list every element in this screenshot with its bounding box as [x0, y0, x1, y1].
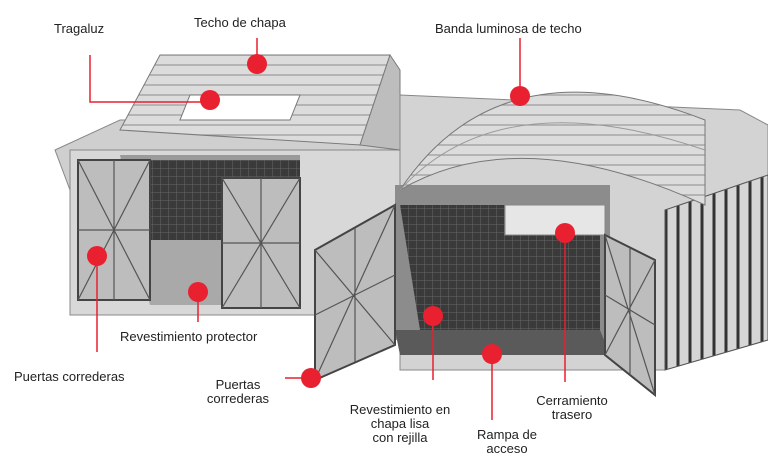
- label-cerramiento-line1: Cerramiento: [536, 393, 608, 408]
- markers: [87, 54, 575, 388]
- marker-rampa: [482, 344, 502, 364]
- center-doors: [314, 203, 656, 398]
- marker-puertas-izq: [87, 246, 107, 266]
- label-techo-chapa: Techo de chapa: [194, 15, 286, 30]
- marker-rev-chapa: [423, 306, 443, 326]
- label-banda: Banda luminosa de techo: [435, 21, 582, 36]
- marker-tragaluz: [200, 90, 220, 110]
- label-tragaluz: Tragaluz: [54, 21, 105, 36]
- label-cerramiento: Cerramiento trasero: [522, 394, 622, 422]
- label-puertas-centro-line2: correderas: [206, 391, 270, 406]
- label-rampa: Rampa de acceso: [462, 428, 552, 456]
- label-rampa-line1: Rampa de: [477, 427, 537, 442]
- leader-tragaluz: [89, 55, 210, 103]
- label-rev-chapa-line1: Revestimiento en: [349, 402, 451, 417]
- label-rampa-line2: acceso: [486, 441, 528, 456]
- marker-cerramiento: [555, 223, 575, 243]
- marker-techo-chapa: [247, 54, 267, 74]
- label-puertas-centro: Puertas correderas: [188, 378, 288, 406]
- label-rev-protector: Revestimiento protector: [120, 329, 258, 344]
- marker-puertas-centro: [301, 368, 321, 388]
- label-rev-chapa: Revestimiento en chapa lisa con rejilla: [330, 403, 470, 445]
- label-puertas-centro-line1: Puertas: [215, 377, 261, 392]
- arched-roof-band: [399, 91, 706, 206]
- sheet-roof: [119, 53, 401, 151]
- left-doors: [77, 159, 301, 309]
- label-rev-chapa-line2: chapa lisa: [370, 416, 430, 431]
- label-rev-chapa-line3: con rejilla: [372, 430, 428, 445]
- label-cerramiento-line2: trasero: [551, 407, 593, 422]
- label-puertas-izq: Puertas correderas: [14, 369, 125, 384]
- marker-banda: [510, 86, 530, 106]
- marker-rev-protector: [188, 282, 208, 302]
